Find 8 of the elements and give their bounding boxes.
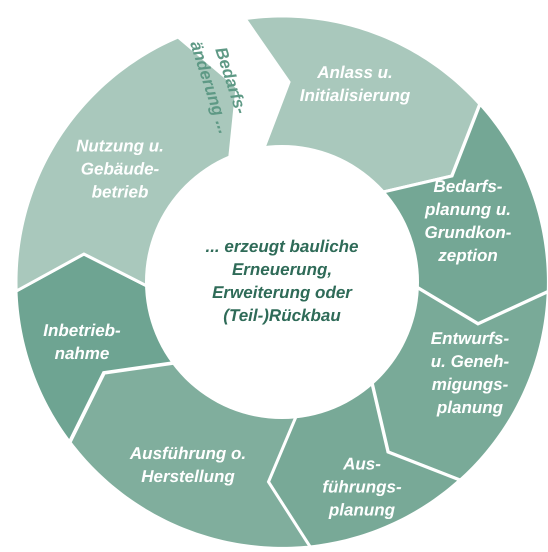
phase-label: Anlass u. Initialisierung: [298, 62, 412, 107]
phase-label: Entwurfs- u. Geneh- migungs- planung: [430, 328, 510, 419]
phase-label: Aus- führungs- planung: [321, 454, 403, 522]
phase-label: Inbetrieb- nahme: [42, 320, 122, 365]
phase-label: Bedarfs- planung u. Grundkon- zeption: [424, 176, 512, 267]
phase-label: Nutzung u. Gebäude- betrieb: [75, 136, 165, 204]
phase-label: Ausführung o. Herstellung: [128, 443, 248, 488]
phase-label: ... erzeugt bauliche Erneuerung, Erweiterung oder (Teil-)Rückbau: [204, 236, 360, 327]
